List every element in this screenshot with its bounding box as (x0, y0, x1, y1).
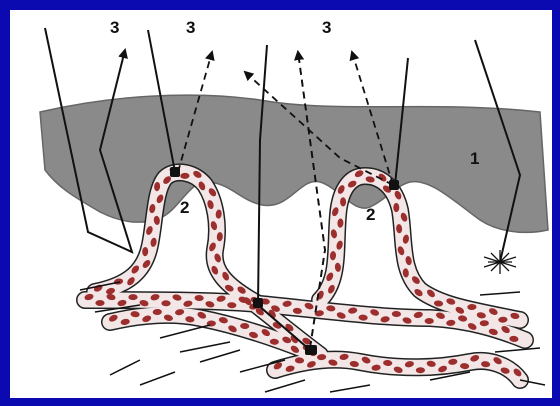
interaction-point-loop-right (389, 180, 399, 190)
red-blood-cell (128, 294, 137, 300)
label-scattered-light-b: 3 (186, 18, 195, 37)
interaction-point-loop-left (170, 167, 180, 177)
absorption-burst-icon (484, 250, 516, 274)
label-scattered-light-c: 3 (322, 18, 331, 37)
label-tissue: 1 (470, 149, 479, 168)
red-blood-cell (95, 300, 104, 306)
interaction-point-junction (253, 298, 263, 308)
interaction-point-lower (305, 345, 317, 355)
red-blood-cell (393, 203, 399, 212)
label-capillary-right: 2 (366, 205, 375, 224)
label-scattered-light-a: 3 (110, 18, 119, 37)
label-capillary-left: 2 (180, 198, 189, 217)
